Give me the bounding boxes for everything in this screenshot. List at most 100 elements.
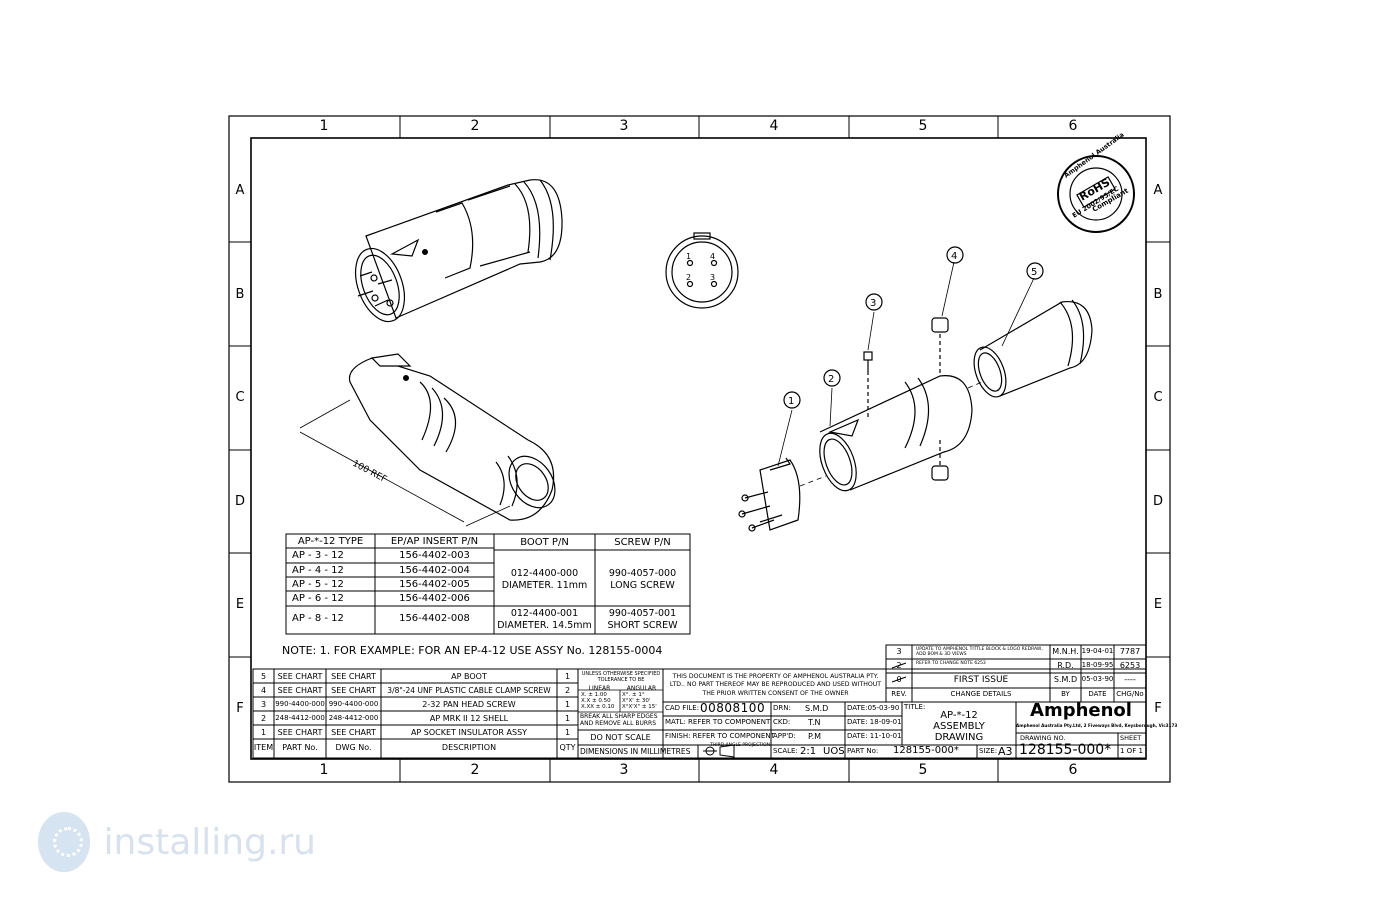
- table-header: DESCRIPTION: [441, 743, 497, 752]
- watermark: installing.ru: [20, 806, 316, 878]
- date-field: DATE:05-03-90: [847, 704, 900, 712]
- bom-description: 3/8"-24 UNF PLASTIC CABLE CLAMP SCREW: [387, 686, 551, 695]
- table-header: CHG/No: [1116, 690, 1144, 698]
- watermark-text: installing.ru: [103, 821, 316, 863]
- exploded-view: [738, 246, 1093, 532]
- table-header: CHANGE DETAILS: [950, 690, 1012, 698]
- table-cell: 156-4402-006: [399, 593, 470, 604]
- table-header: PART No.: [282, 743, 318, 752]
- scale-label: SCALE:: [773, 747, 798, 755]
- table-header: AP-*-12 TYPE: [297, 536, 364, 547]
- connector-iso-view: [354, 179, 563, 323]
- tolerance-value: X°. ± 1°: [622, 692, 645, 698]
- break-edges-note: BREAK ALL SHARP EDGES AND REMOVE ALL BUR…: [580, 713, 658, 727]
- rev-by: S.M.D: [1053, 675, 1078, 684]
- bom-part: 248-4412-000: [275, 714, 325, 722]
- column-label: 4: [769, 762, 779, 778]
- row-label: E: [235, 597, 245, 612]
- pin-number: 1: [686, 252, 691, 261]
- drawing-number-label: DRAWING NO.: [1020, 734, 1066, 742]
- cad-file-number: 00808100: [700, 701, 766, 715]
- checked-by: T.N: [808, 718, 821, 727]
- cad-file-label: CAD FILE:: [665, 704, 700, 712]
- bom-item: 1: [260, 728, 267, 737]
- connector-front-view: [665, 232, 739, 309]
- tolerance-angular-label: ANGULAR: [626, 685, 657, 692]
- column-label: 2: [470, 762, 480, 778]
- table-cell: 156-4402-003: [399, 550, 470, 561]
- rev-date: 18-09-95: [1081, 661, 1114, 669]
- bom-item: 4: [260, 686, 267, 695]
- sheet-label: SHEET: [1120, 734, 1142, 742]
- table-cell: 156-4402-005: [399, 579, 470, 590]
- bom-description: AP BOOT: [451, 672, 487, 681]
- bom-item: 3: [260, 700, 267, 709]
- table-header: DATE: [1088, 690, 1107, 698]
- drawing-title-line: ASSEMBLY: [933, 721, 985, 732]
- bom-qty: 1: [564, 714, 571, 723]
- column-label: 1: [319, 762, 329, 778]
- column-label: 5: [918, 762, 928, 778]
- drawing-title-line: AP-*-12: [940, 710, 978, 721]
- table-header: SCREW P/N: [614, 537, 671, 548]
- balloon-5: 5: [1031, 267, 1037, 278]
- bom-qty: 1: [564, 728, 571, 737]
- drawing-frame: [228, 115, 1171, 783]
- rev-by: M.N.H.: [1052, 647, 1079, 656]
- tolerance-title: UNLESS OTHERWISE SPECIFIED TOLERANCE TO …: [581, 671, 661, 683]
- tolerance-value: X°X'X" ± 15': [622, 704, 657, 710]
- drawing-number: 128155-000*: [1019, 742, 1112, 758]
- table-header: BOOT P/N: [520, 537, 569, 548]
- projection-label: THIRD ANGLE PROJECTION: [710, 743, 770, 748]
- bom-dwg: SEE CHART: [331, 728, 376, 737]
- drawn-by-label: DRN:: [773, 704, 791, 712]
- bom-item: 5: [260, 672, 267, 681]
- rev-by: R.D.: [1057, 661, 1074, 670]
- rev-details: UPDATE TO AMPHENOL TITTLE BLOCK & LOGO R…: [916, 647, 1043, 658]
- bom-item: 2: [260, 714, 267, 723]
- pin-number: 2: [686, 273, 691, 282]
- balloon-3: 3: [870, 298, 876, 309]
- bom-dwg: 248-4412-000: [328, 714, 379, 722]
- row-label: E: [1153, 597, 1163, 612]
- tolerance-value: X. ± 1.00: [581, 692, 607, 698]
- table-cell: DIAMETER. 14.5mm: [497, 620, 592, 631]
- row-label: D: [234, 494, 245, 509]
- title-block-grid: [577, 644, 1147, 759]
- tolerance-grid: [578, 689, 663, 713]
- part-number-label: PART No:: [847, 747, 879, 755]
- sheet-size: A3: [998, 745, 1013, 758]
- row-label: A: [235, 183, 245, 198]
- drawn-by: S.M.D: [805, 704, 829, 713]
- table-header: REV.: [891, 690, 907, 698]
- approved-by: P.M: [808, 732, 822, 741]
- tolerance-value: X°X' ± 30': [622, 698, 651, 704]
- date-field: DATE: 11-10-01: [847, 732, 902, 740]
- rev-number: 2: [896, 661, 902, 670]
- table-cell: AP - 8 - 12: [292, 613, 344, 624]
- rohs-stamp: [1057, 155, 1135, 233]
- table-cell: SHORT SCREW: [607, 620, 678, 631]
- type-table-grid: [285, 533, 691, 635]
- table-cell: 156-4402-008: [399, 613, 470, 624]
- finish-note: FINISH: REFER TO COMPONENT: [665, 732, 775, 740]
- rev-details: REFER TO CHANGE NOTE 6253: [916, 661, 986, 666]
- scale-value: 2:1: [800, 746, 817, 757]
- table-cell: AP - 5 - 12: [292, 579, 344, 590]
- row-label: A: [1153, 183, 1163, 198]
- table-cell: 156-4402-004: [399, 565, 470, 576]
- size-label: SIZE:: [979, 747, 998, 755]
- row-label: F: [236, 701, 244, 716]
- row-label: C: [1153, 390, 1163, 405]
- connector-side-view: [299, 353, 556, 527]
- bom-part: SEE CHART: [277, 686, 323, 695]
- column-label: 1: [319, 118, 329, 134]
- row-label: D: [1152, 494, 1163, 509]
- rev-number: 3: [896, 647, 902, 656]
- bom-description: AP MRK II 12 SHELL: [429, 714, 509, 723]
- balloon-1: 1: [788, 396, 794, 407]
- scale-uos: UOS: [823, 746, 845, 757]
- rev-change-number: 7787: [1119, 647, 1141, 656]
- company-logo: Amphenol: [1030, 700, 1132, 721]
